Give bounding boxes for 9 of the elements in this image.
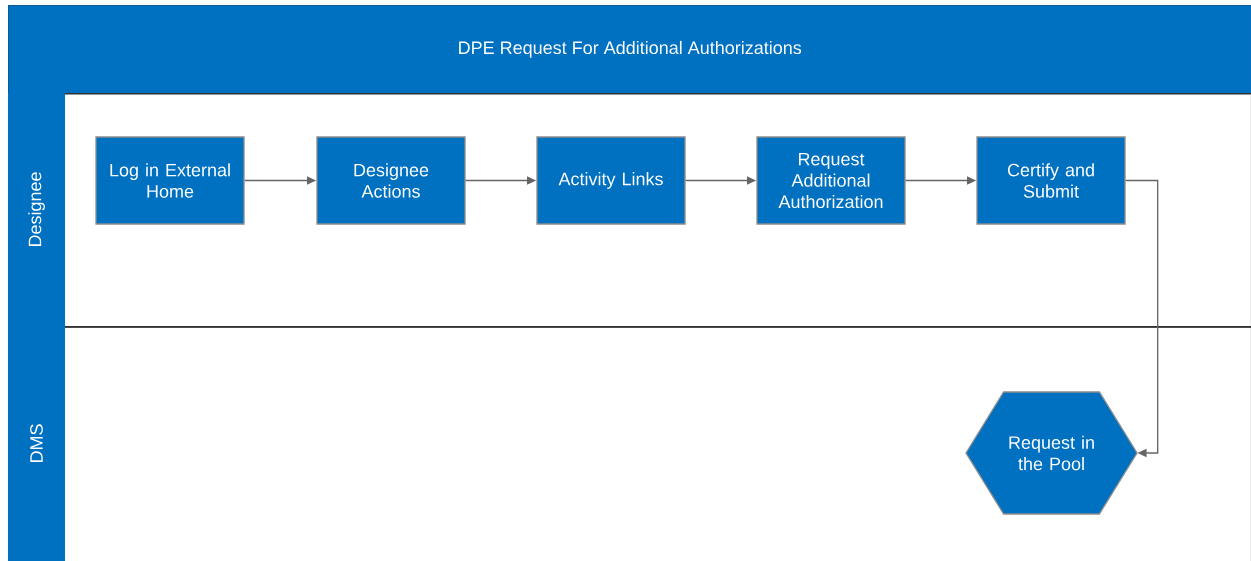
arrow: [1125, 179, 1159, 458]
lane-header: Designee: [7, 92, 66, 327]
hexagon: Request in the Pool: [965, 391, 1138, 515]
process-box: Log in External Home: [95, 136, 245, 225]
process-box: Designee Actions: [316, 136, 466, 225]
process-box: Activity Links: [536, 136, 686, 225]
lane-header: DMS: [7, 326, 66, 561]
process-box: Request Additional Authorization: [756, 136, 906, 225]
process-box: Certify and Submit: [976, 136, 1126, 225]
